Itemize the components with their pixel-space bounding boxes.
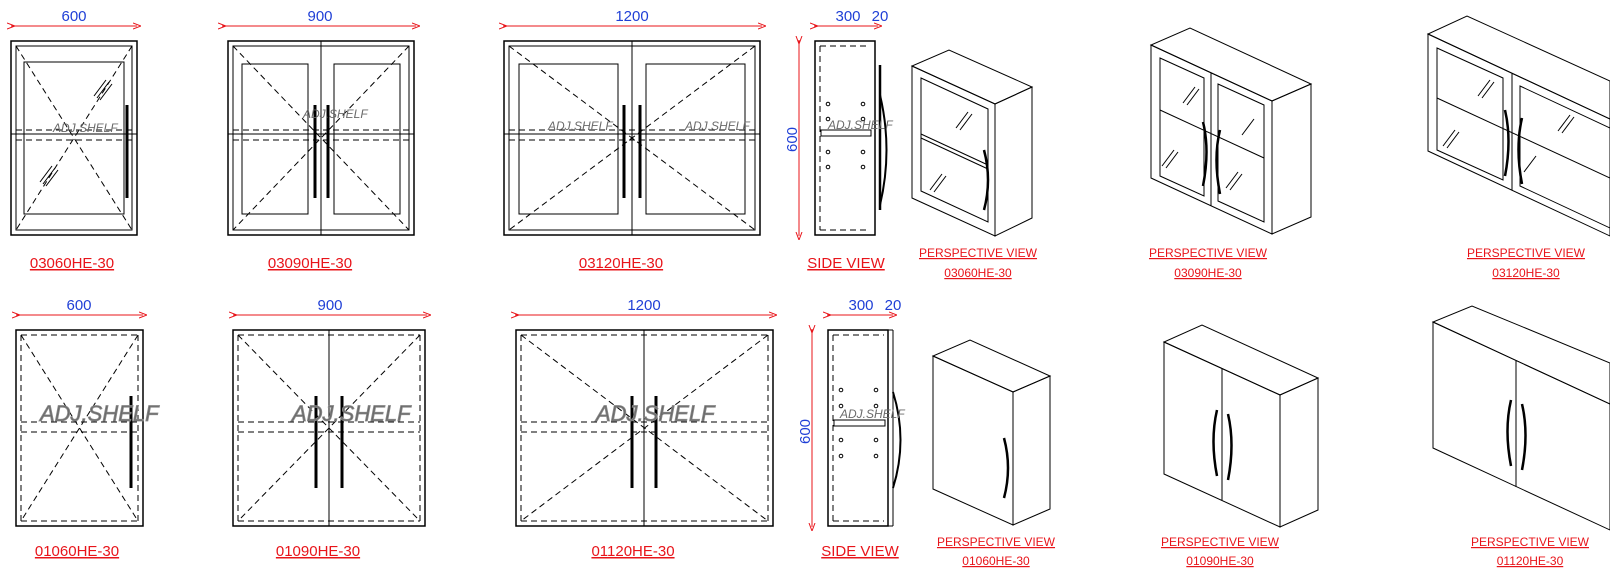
adj-shelf-text: ADJ.SHELF: [827, 118, 893, 132]
front-view-01120: 1200 ADJ.SHELF 01120HE-30: [515, 297, 773, 560]
perspective-label: PERSPECTIVE VIEW: [1467, 246, 1586, 260]
front-view-03090: 900 ADJ.SHELF 03090HE-30: [222, 8, 416, 272]
adj-shelf-text: ADJ.SHELF: [38, 401, 160, 426]
perspective-model: 01090HE-30: [1186, 554, 1254, 568]
dim-depth: 300: [835, 8, 860, 25]
perspective-label: PERSPECTIVE VIEW: [919, 246, 1038, 260]
front-view-01090: 900 ADJ.SHELF 01090HE-30: [233, 297, 427, 560]
dim-width-600: 600: [61, 8, 86, 25]
model-label: 01120HE-30: [591, 543, 674, 560]
perspective-01060: PERSPECTIVE VIEW 01060HE-30: [931, 339, 1056, 568]
perspective-01120: PERSPECTIVE VIEW 01120HE-30: [1431, 305, 1610, 568]
perspective-model: 03120HE-30: [1492, 266, 1560, 280]
perspective-model: 03060HE-30: [944, 266, 1012, 280]
adj-shelf-text: ADJ.SHELF: [684, 119, 750, 133]
front-view-03060: 600 ADJ.SHELF 03060HE-30: [11, 8, 137, 272]
adj-shelf-text: ADJ.SHELF: [290, 401, 412, 426]
side-view-label: SIDE VIEW: [821, 543, 899, 560]
adj-shelf-text: ADJ.SHELF: [302, 107, 368, 121]
perspective-label: PERSPECTIVE VIEW: [1161, 535, 1280, 549]
model-label: 03120HE-30: [579, 255, 663, 272]
perspective-model: 01060HE-30: [962, 554, 1030, 568]
side-view-label: SIDE VIEW: [807, 255, 885, 272]
dim-thickness: 20: [885, 297, 902, 314]
adj-shelf-text: ADJ.SHELF: [594, 401, 716, 426]
dim-height: 600: [797, 419, 814, 444]
adj-shelf-text: ADJ.SHELF: [547, 119, 613, 133]
side-view-row1: 300 20 600 ADJ.SHELF SIDE VIEW: [784, 8, 893, 272]
adj-shelf-text: ADJ.SHELF: [839, 407, 905, 421]
adj-shelf-text: ADJ.SHELF: [52, 121, 118, 135]
perspective-03090: PERSPECTIVE VIEW 03090HE-30: [1149, 27, 1313, 280]
model-label: 01060HE-30: [35, 543, 119, 560]
dim-thickness: 20: [872, 8, 889, 25]
dim-height: 600: [784, 127, 801, 152]
dim-depth: 300: [848, 297, 873, 314]
perspective-label: PERSPECTIVE VIEW: [937, 535, 1056, 549]
model-label: 03090HE-30: [268, 255, 352, 272]
dim-width-900: 900: [307, 8, 332, 25]
dim-width-900: 900: [317, 297, 342, 314]
dim-width-1200: 1200: [615, 8, 648, 25]
perspective-model: 03090HE-30: [1174, 266, 1242, 280]
perspective-03060: PERSPECTIVE VIEW 03060HE-30: [910, 49, 1038, 280]
perspective-01090: PERSPECTIVE VIEW 01090HE-30: [1161, 324, 1320, 568]
perspective-label: PERSPECTIVE VIEW: [1471, 535, 1590, 549]
model-label: 01090HE-30: [276, 543, 360, 560]
perspective-label: PERSPECTIVE VIEW: [1149, 246, 1268, 260]
model-label: 03060HE-30: [30, 255, 114, 272]
perspective-model: 01120HE-30: [1497, 554, 1564, 568]
front-view-03120: 1200 ADJ.SHELF ADJ.SHELF 03120HE-30: [503, 8, 762, 272]
side-view-row2: 300 20 600 ADJ.SHELF SIDE VIEW: [797, 297, 905, 560]
front-view-01060: 600 ADJ.SHELF 01060HE-30: [16, 297, 161, 560]
dim-width-1200: 1200: [627, 297, 660, 314]
dim-width-600: 600: [66, 297, 91, 314]
perspective-03120: PERSPECTIVE VIEW 03120HE-30: [1426, 15, 1610, 280]
